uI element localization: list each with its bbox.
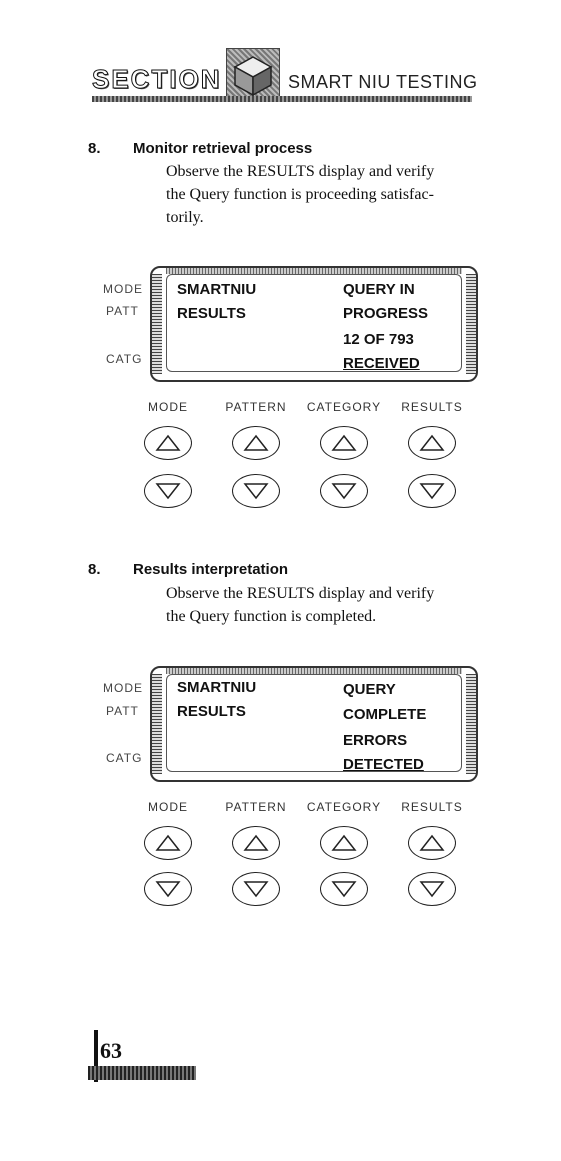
lcd-bezel xyxy=(466,674,476,774)
lcd-shade xyxy=(166,668,462,674)
lcd-left-line: RESULTS xyxy=(177,703,246,720)
step-number: 8. xyxy=(88,561,101,578)
lcd-right-line: COMPLETE xyxy=(343,706,427,723)
down-triangle-icon xyxy=(243,881,269,898)
down-triangle-icon xyxy=(419,483,445,500)
step-body-line: torily. xyxy=(166,209,204,226)
step-body: Observe the RESULTS display and verify t… xyxy=(166,160,476,229)
lcd-bezel xyxy=(152,274,162,374)
lcd-left-line: RESULTS xyxy=(177,305,246,322)
results-up-button[interactable] xyxy=(408,426,456,460)
mode-down-button[interactable] xyxy=(144,474,192,508)
category-up-button[interactable] xyxy=(320,426,368,460)
lcd-right-line: QUERY xyxy=(343,681,396,698)
lcd-screen: SMARTNIU RESULTS QUERY IN PROGRESS 12 OF… xyxy=(166,274,462,372)
button-label-results: RESULTS xyxy=(401,400,463,414)
down-triangle-icon xyxy=(331,881,357,898)
lcd-right-line: RECEIVED xyxy=(343,355,420,372)
side-label-mode: MODE xyxy=(103,681,143,695)
lcd-display: SMARTNIU RESULTS QUERY IN PROGRESS 12 OF… xyxy=(150,266,478,382)
down-triangle-icon xyxy=(419,881,445,898)
page-number: 63 xyxy=(100,1038,122,1063)
lcd-bezel xyxy=(466,274,476,374)
lcd-right-line: PROGRESS xyxy=(343,305,429,322)
pattern-down-button[interactable] xyxy=(232,474,280,508)
pattern-up-button[interactable] xyxy=(232,826,280,860)
up-triangle-icon xyxy=(331,434,357,451)
mode-up-button[interactable] xyxy=(144,426,192,460)
button-label-mode: MODE xyxy=(148,400,188,414)
lcd-screen: SMARTNIU RESULTS QUERY COMPLETE ERRORS D… xyxy=(166,674,462,773)
side-label-patt: PATT xyxy=(106,704,139,718)
step-heading: Results interpretation xyxy=(133,561,289,578)
step-heading: Monitor retrieval process xyxy=(133,140,313,157)
button-label-category: CATEGORY xyxy=(306,400,382,414)
up-triangle-icon xyxy=(331,834,357,851)
lcd-bezel xyxy=(152,674,162,774)
results-up-button[interactable] xyxy=(408,826,456,860)
lcd-right-line: DETECTED xyxy=(343,756,424,773)
up-triangle-icon xyxy=(243,834,269,851)
up-triangle-icon xyxy=(243,434,269,451)
button-label-pattern: PATTERN xyxy=(225,400,287,414)
down-triangle-icon xyxy=(243,483,269,500)
step-body-line: the Query function is completed. xyxy=(166,608,377,625)
lcd-right-line: QUERY IN xyxy=(343,281,415,298)
pattern-up-button[interactable] xyxy=(232,426,280,460)
up-triangle-icon xyxy=(155,834,181,851)
lcd-left-line: SMARTNIU xyxy=(177,679,257,696)
page-marker-bar xyxy=(94,1030,98,1082)
category-down-button[interactable] xyxy=(320,474,368,508)
lcd-shade xyxy=(166,268,462,274)
button-label-pattern: PATTERN xyxy=(225,800,287,814)
side-label-catg: CATG xyxy=(106,751,143,765)
down-triangle-icon xyxy=(331,483,357,500)
up-triangle-icon xyxy=(419,834,445,851)
up-triangle-icon xyxy=(419,434,445,451)
step-body-line: Observe the RESULTS display and verify xyxy=(166,585,435,602)
lcd-left-line: SMARTNIU xyxy=(177,281,257,298)
step-body: Observe the RESULTS display and verify t… xyxy=(166,582,476,628)
button-label-category: CATEGORY xyxy=(306,800,382,814)
results-down-button[interactable] xyxy=(408,872,456,906)
button-label-results: RESULTS xyxy=(401,800,463,814)
pattern-down-button[interactable] xyxy=(232,872,280,906)
side-label-mode: MODE xyxy=(103,282,143,296)
results-down-button[interactable] xyxy=(408,474,456,508)
header-rule xyxy=(92,96,472,102)
mode-down-button[interactable] xyxy=(144,872,192,906)
button-label-mode: MODE xyxy=(148,800,188,814)
up-triangle-icon xyxy=(155,434,181,451)
step-number: 8. xyxy=(88,140,101,157)
down-triangle-icon xyxy=(155,483,181,500)
mode-up-button[interactable] xyxy=(144,826,192,860)
side-label-patt: PATT xyxy=(106,304,139,318)
section-title: SMART NIU TESTING xyxy=(288,72,478,92)
lcd-right-line: ERRORS xyxy=(343,732,408,749)
side-label-catg: CATG xyxy=(106,352,143,366)
page-footer-rule xyxy=(88,1066,196,1080)
step-body-line: Observe the RESULTS display and verify xyxy=(166,163,435,180)
down-triangle-icon xyxy=(155,881,181,898)
lcd-display: SMARTNIU RESULTS QUERY COMPLETE ERRORS D… xyxy=(150,666,478,782)
category-down-button[interactable] xyxy=(320,872,368,906)
section-tab-icon xyxy=(226,48,280,102)
step-body-line: the Query function is proceeding satisfa… xyxy=(166,186,434,203)
category-up-button[interactable] xyxy=(320,826,368,860)
section-heading: SECTION xyxy=(92,64,222,95)
lcd-right-line: 12 OF 793 xyxy=(343,331,414,348)
